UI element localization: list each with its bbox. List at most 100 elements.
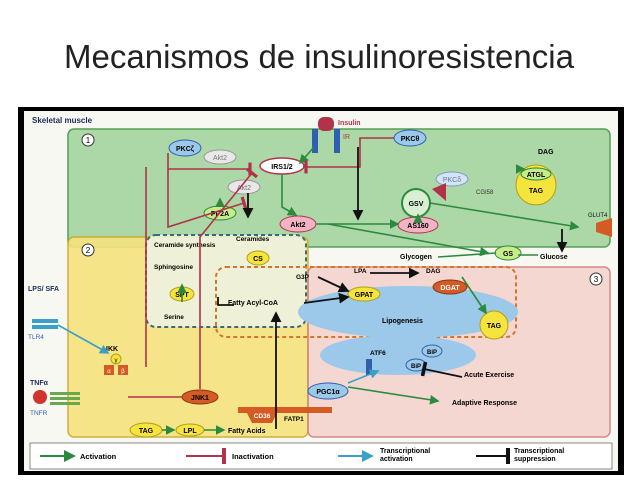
- tnf-ligand-icon: [33, 390, 47, 404]
- jnk1-label: JNK1: [191, 395, 209, 402]
- akt2-a-node: [203, 149, 237, 165]
- as160-label: AS160: [407, 223, 429, 230]
- dag-mid-label: DAG: [426, 268, 440, 275]
- panel-3-number: 3: [594, 275, 599, 284]
- legend-box: [29, 442, 613, 470]
- receptor-left-icon: [312, 129, 318, 153]
- ir-label: IR: [343, 134, 350, 141]
- cd36-icon: [244, 407, 280, 423]
- cd36-label: CD36: [254, 413, 271, 420]
- legend-trans-act-label: Transcriptional activation: [380, 448, 432, 463]
- panel-2-marker: [81, 243, 95, 257]
- pkcd-label: PKCδ: [443, 177, 461, 184]
- cgi58-wedge-icon: [432, 183, 446, 201]
- gsv-label: GSV: [409, 201, 424, 208]
- tnfr-bar-2-icon: [50, 397, 80, 400]
- pkco-label: PKCθ: [401, 136, 420, 143]
- atgl-label: ATGL: [527, 172, 546, 179]
- fatty-acyl-label: Fatty Acyl-CoA: [228, 300, 278, 307]
- akt2-b-label: Akt2: [237, 185, 251, 192]
- cs-label: CS: [253, 256, 263, 263]
- suppression-lines: [217, 147, 568, 429]
- tnfr-bar-1-icon: [50, 392, 80, 395]
- tnfr-label: TNFR: [30, 410, 48, 417]
- lpl-label: LPL: [183, 428, 197, 435]
- inactivation-lines: [128, 137, 394, 398]
- cgi58-label: CGI58: [476, 190, 494, 196]
- irs-label: IRS1/2: [271, 164, 293, 171]
- ikk-gamma-node: [110, 353, 122, 365]
- insulin-icon: [318, 117, 334, 131]
- receptor-right-icon: [334, 129, 340, 153]
- glycogen-label: Glycogen: [400, 254, 432, 261]
- pgc1a-node: [307, 382, 349, 400]
- ikk-alpha-label: α: [107, 369, 111, 375]
- tag-bottom-label: TAG: [139, 428, 154, 435]
- dag-top-label: DAG: [538, 149, 554, 156]
- legend-activation-label: Activation: [80, 452, 117, 461]
- glucose-label: Glucose: [540, 254, 568, 261]
- er-cloud: [320, 335, 476, 375]
- slide-title: Mecanismos de insulinoresistencia: [64, 38, 574, 75]
- tlr4-bar-2-icon: [32, 325, 58, 329]
- ikk-gamma-label: γ: [115, 358, 118, 364]
- akt2-c-label: Akt2: [290, 222, 305, 229]
- tnfr-bar-3-icon: [50, 402, 80, 405]
- gs-label: GS: [503, 251, 513, 258]
- atgl-node: [520, 167, 552, 181]
- ikk-alpha-node: [104, 365, 114, 375]
- panel-2-number: 2: [86, 246, 91, 255]
- tag-mid-circle: [479, 310, 509, 340]
- membrane-bar-icon: [238, 407, 332, 413]
- tlr4-bar-1-icon: [32, 319, 58, 323]
- cs-node: [246, 250, 270, 266]
- panel-1-marker: [81, 133, 95, 147]
- atf6-bar-icon: [366, 359, 372, 375]
- insulin-label: Insulin: [338, 120, 361, 127]
- ikk-beta-node: [118, 365, 128, 375]
- lps-label: LPS/ SFA: [28, 286, 59, 293]
- g3p-label: G3P: [296, 274, 310, 281]
- ikk-beta-label: β: [121, 369, 125, 375]
- pkcz-node: [168, 139, 202, 157]
- adaptive-response-label: Adaptive Response: [452, 400, 517, 407]
- tag-top-label: TAG: [529, 188, 544, 195]
- pgc1a-label: PGC1α: [316, 389, 340, 396]
- atf6-label: ATF6: [370, 350, 386, 357]
- legend-trans-act-text: Transcriptional: [380, 448, 430, 455]
- legend-line-2: suppression: [514, 456, 556, 463]
- ceramide-synthesis-label: Ceramide synthesis: [154, 242, 216, 249]
- legend-suppression-text: Transcriptional: [514, 448, 564, 455]
- lipogenesis-label: Lipogenesis: [382, 318, 423, 325]
- pp2a-label: PP2A: [211, 211, 229, 218]
- acute-exercise-label: Acute Exercise: [464, 372, 514, 379]
- panel-1-number: 1: [86, 136, 91, 145]
- serine-label: Serine: [164, 314, 184, 321]
- legend-suppression-label: Transcriptional suppression: [514, 448, 566, 463]
- pkcz-label: PKCζ: [176, 146, 195, 153]
- glut4-label: GLUT4: [588, 213, 608, 219]
- legend-line-2: activation: [380, 456, 413, 463]
- insulin-resistance-diagram: Skeletal muscle 1 2 3 Insulin IR PKCζ Ak…: [18, 107, 624, 475]
- glut4-icon: [596, 218, 612, 237]
- ikk-label: IKK: [106, 346, 118, 353]
- activation-arrows: [162, 146, 580, 435]
- tnf-label: TNFα: [30, 380, 49, 387]
- bip2-label: BiP: [411, 364, 421, 370]
- lpa-label: LPA: [354, 268, 367, 275]
- transcriptional-arrows: [57, 324, 380, 384]
- tag-mid-label: TAG: [487, 323, 502, 330]
- fatp1-label: FATP1: [284, 416, 304, 423]
- diagram-canvas: Skeletal muscle 1 2 3 Insulin IR PKCζ Ak…: [24, 111, 618, 471]
- pkcd-node: [435, 171, 469, 187]
- dgat-node: [432, 279, 468, 295]
- fatty-acids-label: Fatty Acids: [228, 428, 266, 435]
- bip1-label: BiP: [427, 350, 437, 356]
- header-label: Skeletal muscle: [32, 116, 93, 125]
- tlr4-label: TLR4: [28, 334, 44, 341]
- dgat-label: DGAT: [440, 285, 460, 292]
- lipid-box: [215, 266, 517, 338]
- bip1-node: [421, 344, 443, 358]
- ceramides-label: Ceramides: [236, 236, 270, 243]
- akt2-a-label: Akt2: [213, 155, 227, 162]
